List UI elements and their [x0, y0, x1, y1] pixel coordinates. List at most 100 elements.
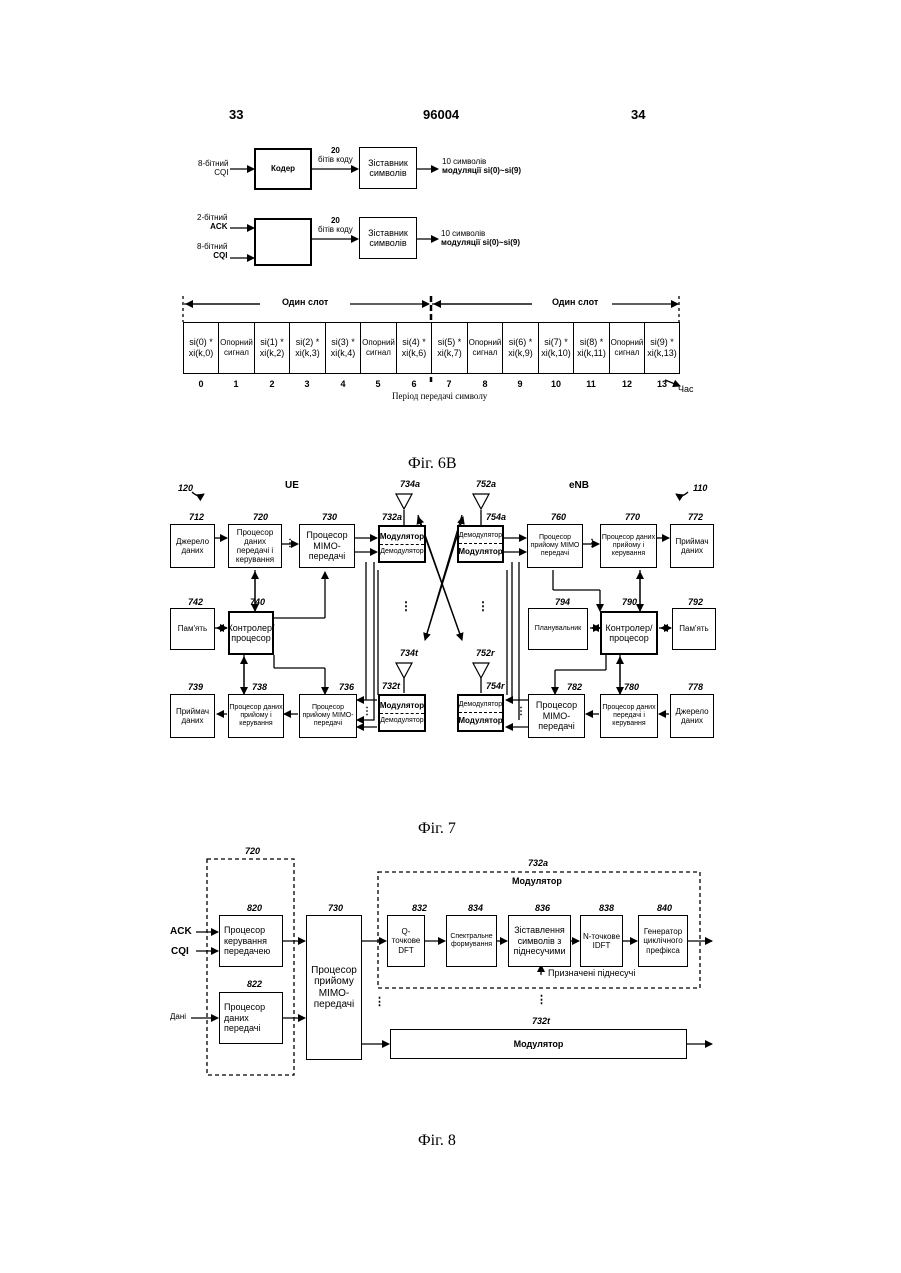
rx-data-control-processor-ue: Процесор даних прийому і керування [228, 694, 284, 738]
ellipsis-icon: ⋮ [477, 600, 489, 613]
antenna-icon [395, 662, 413, 680]
ref-840: 840 [657, 903, 672, 913]
mimo-processor-fig8: Процесор прийому MIMO-передачі [306, 915, 362, 1060]
data-input-label: Дані [170, 1013, 186, 1022]
q-point-dft: Q-точкове DFT [387, 915, 425, 967]
ref-742: 742 [188, 597, 203, 607]
symbol-mapper-box-1: Зіставниксимволів [359, 147, 417, 189]
ref-734t: 734t [400, 648, 418, 658]
ref-760: 760 [551, 512, 566, 522]
symbol-cell-0: si(0) * xi(k,0) [183, 322, 219, 374]
tx-control-processor: Процесор керування передачею [219, 915, 283, 967]
symbol-index: 9 [502, 379, 538, 389]
symbol-mapper-box-2: Зіставниксимволів [359, 217, 417, 259]
symbol-cell-4: si(3) * xi(k,4) [325, 322, 361, 374]
modem-enb-top: Демодулятор Модулятор [457, 525, 504, 563]
spectral-shaping: Спектральне формування [446, 915, 497, 967]
ref-738: 738 [252, 682, 267, 692]
ref-740: 740 [250, 597, 265, 607]
ellipsis-icon: ⋮ [362, 706, 372, 717]
symbol-index: 3 [289, 379, 325, 389]
assigned-subcarriers-label: Призначені піднесучі [548, 969, 635, 979]
ref-792: 792 [688, 597, 703, 607]
ref-752a: 752a [476, 479, 496, 489]
antenna-icon [395, 493, 413, 511]
ack-input-label: ACK [170, 926, 192, 937]
code-bits-label-2: 20бітів коду [318, 217, 353, 235]
slot-label-2: Один слот [548, 298, 602, 308]
input-2bit-ack: 2-бітнийACK [197, 214, 228, 232]
rx-data-control-processor-enb: Процесор даних прийому і керування [600, 524, 657, 568]
modem-ue-bottom: Модулятор Демодулятор [378, 694, 426, 732]
ellipsis-icon: ⋮ [285, 538, 295, 549]
modulator-t: Модулятор [390, 1029, 687, 1059]
tx-data-control-processor-ue: Процесор даних передачі і керування [228, 524, 282, 568]
mimo-tx-processor-enb: Процесор MIMO-передачі [528, 694, 585, 738]
ref-754r: 754r [486, 681, 505, 691]
symbol-cell-5: Опорний сигнал [360, 322, 397, 374]
ref-778: 778 [688, 682, 703, 692]
symbol-index: 11 [573, 379, 609, 389]
data-sink-ue: Приймач даних [170, 694, 215, 738]
code-bits-label-1: 20бітів коду [318, 147, 353, 165]
ref-834: 834 [468, 903, 483, 913]
ref-790: 790 [622, 597, 637, 607]
symbol-cell-9: si(6) * xi(k,9) [502, 322, 539, 374]
ref-739: 739 [188, 682, 203, 692]
ref-754a: 754a [486, 512, 506, 522]
modulation-symbols-label-2: 10 символівмодуляції si(0)~si(9) [441, 230, 520, 248]
symbol-index: 5 [360, 379, 396, 389]
symbol-index: 10 [538, 379, 574, 389]
input-8bit-cqi-1: 8-бітнийCQI [198, 160, 229, 178]
controller-processor-ue: Контролер/ процесор [228, 611, 274, 655]
memory-enb: Пам'ять [672, 608, 716, 650]
modem-enb-bottom: Демодулятор Модулятор [457, 694, 504, 732]
ref-770: 770 [625, 512, 640, 522]
slot-label-1: Один слот [278, 298, 332, 308]
controller-processor-enb: Контролер/ процесор [600, 611, 658, 655]
symbol-index: 6 [396, 379, 432, 389]
symbol-cell-8: Опорний сигнал [467, 322, 503, 374]
tx-data-control-processor-enb: Процесор даних передачі і керування [600, 694, 658, 738]
figure-8-caption: Фіг. 8 [418, 1132, 456, 1150]
ref-732t: 732t [382, 681, 400, 691]
encoder-box-2 [254, 218, 312, 266]
ref-720-group: 720 [245, 846, 260, 856]
memory-ue: Пам'ять [170, 608, 215, 650]
ref-772: 772 [688, 512, 703, 522]
ref-794: 794 [555, 597, 570, 607]
ellipsis-icon: ⋮ [374, 996, 385, 1008]
cqi-input-label: CQI [171, 946, 189, 957]
symbol-index: 12 [609, 379, 645, 389]
figure-6b-caption: Фіг. 6В [408, 455, 457, 473]
modulation-symbols-label-1: 10 символівмодуляції si(0)~si(9) [442, 158, 521, 176]
ellipsis-icon: ⋮ [516, 706, 526, 717]
symbol-index: 13 [644, 379, 680, 389]
input-8bit-cqi-2: 8-бітнийCQI [197, 243, 228, 261]
ref-730: 730 [322, 512, 337, 522]
symbol-cell-7: si(5) * xi(k,7) [431, 322, 468, 374]
subcarrier-mapping: Зіставлення символів з піднесучими [508, 915, 571, 967]
mimo-rx-processor-enb: Процесор прийому MIMO передачі [527, 524, 583, 568]
symbol-cell-1: Опорний сигнал [218, 322, 255, 374]
ref-838: 838 [599, 903, 614, 913]
ellipsis-icon: ⋮ [400, 600, 412, 613]
data-source-enb: Джерело даних [670, 694, 714, 738]
ref-730-fig8: 730 [328, 903, 343, 913]
ref-736: 736 [339, 682, 354, 692]
symbol-cell-6: si(4) * xi(k,6) [396, 322, 432, 374]
ref-782: 782 [567, 682, 582, 692]
ref-712: 712 [189, 512, 204, 522]
ue-ref: 120 [178, 483, 193, 493]
enb-ref: 110 [693, 483, 707, 493]
ref-820: 820 [247, 903, 262, 913]
modem-ue-top: Модулятор Демодулятор [378, 525, 426, 563]
symbol-index: 2 [254, 379, 290, 389]
ref-732a-fig8: 732a [528, 858, 548, 868]
data-sink-enb: Приймач даних [670, 524, 714, 568]
symbol-cell-2: si(1) * xi(k,2) [254, 322, 290, 374]
cyclic-prefix-generator: Генератор циклічного префікса [638, 915, 688, 967]
symbol-index: 1 [218, 379, 254, 389]
mimo-tx-processor-ue: Процесор MIMO-передачі [299, 524, 355, 568]
